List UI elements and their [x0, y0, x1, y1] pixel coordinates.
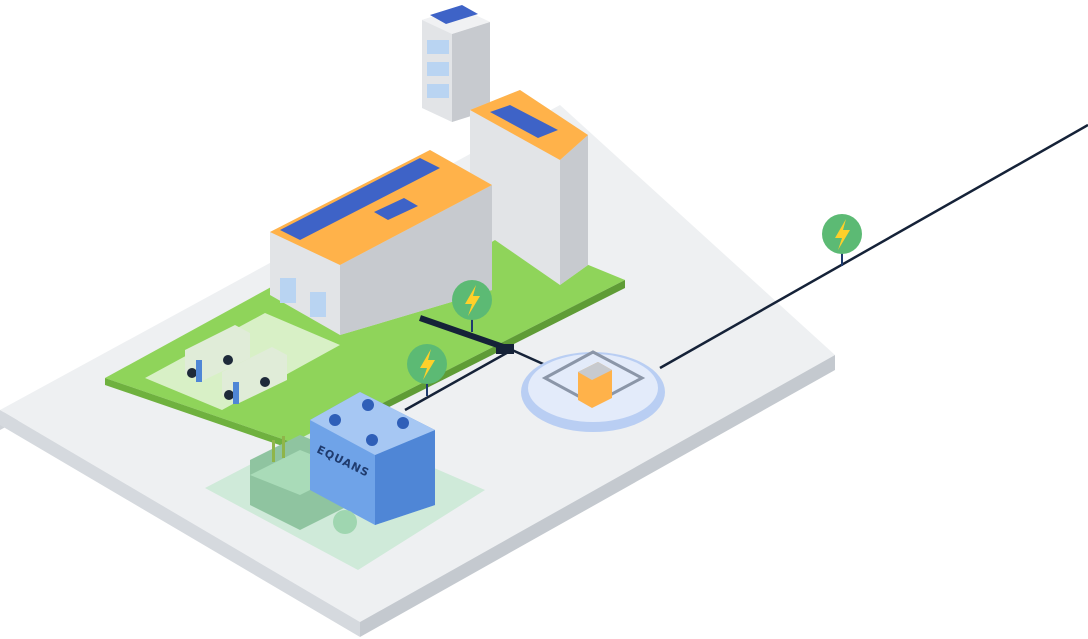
lightning-bolt-icon — [452, 280, 492, 332]
office-building — [270, 150, 492, 335]
lightning-bolt-icon — [822, 214, 862, 266]
battery-terminal-icon — [329, 414, 341, 426]
solar-panel-wing — [490, 105, 558, 138]
ev-parking — [185, 325, 287, 404]
battery-terminal-icon — [397, 417, 409, 429]
power-line — [404, 123, 1088, 412]
ev-charger-icon — [196, 360, 202, 382]
office-tower — [422, 5, 490, 122]
ev-charger-icon — [233, 382, 239, 404]
grid-connection-markers — [407, 214, 862, 396]
battery-terminal-icon — [366, 434, 378, 446]
lightning-bolt-icon — [407, 344, 447, 396]
battery-site: EQUANS — [205, 392, 485, 570]
solar-panel-row — [280, 158, 440, 240]
solar-panel-single — [374, 198, 418, 220]
battery-terminal-icon — [362, 399, 374, 411]
battery-unit: EQUANS — [310, 392, 435, 525]
substation — [521, 350, 665, 432]
solar-panel-tower — [430, 5, 478, 24]
office-wing — [470, 90, 588, 285]
